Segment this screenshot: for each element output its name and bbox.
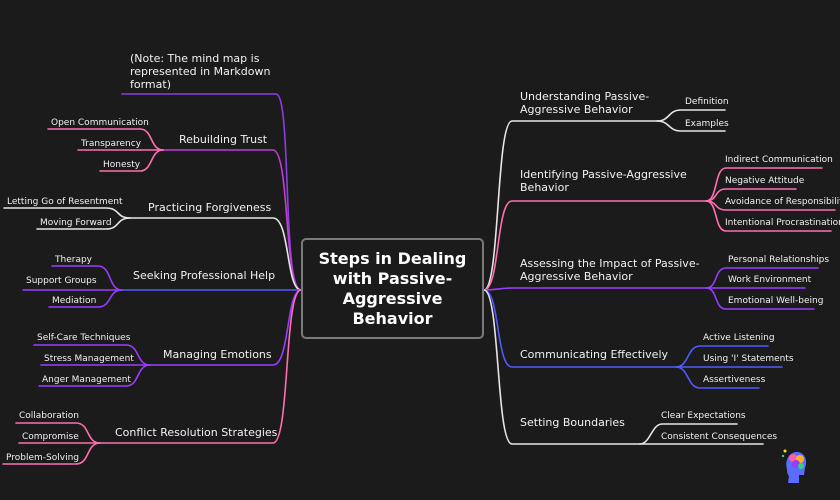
leaf-honesty[interactable]: Honesty xyxy=(103,160,141,170)
connector-note xyxy=(121,93,302,291)
leaf-emotional-wellbeing[interactable]: Emotional Well-being xyxy=(728,296,824,306)
leaf-negative-attitude[interactable]: Negative Attitude xyxy=(725,176,805,186)
leaf-therapy[interactable]: Therapy xyxy=(55,255,92,265)
branch-practicing-forgiveness[interactable]: Practicing Forgiveness xyxy=(148,201,272,214)
leaf-mediation[interactable]: Mediation xyxy=(52,296,97,306)
leaf-clear-expectations[interactable]: Clear Expectations xyxy=(661,411,746,421)
leaf-consistent-consequences[interactable]: Consistent Consequences xyxy=(661,432,778,442)
leaf-letting-go[interactable]: Letting Go of Resentment xyxy=(7,197,123,207)
connector-boundaries xyxy=(483,289,641,445)
leaf-i-statements[interactable]: Using 'I' Statements xyxy=(703,354,794,364)
leaf-collaboration[interactable]: Collaboration xyxy=(19,411,79,421)
branch-rebuilding-trust[interactable]: Rebuilding Trust xyxy=(179,133,268,146)
leaf-definition[interactable]: Definition xyxy=(685,97,729,107)
note-label: (Note: The mind map is represented in Ma… xyxy=(130,52,271,92)
branch-understanding[interactable]: Understanding Passive-Aggressive Behavio… xyxy=(520,90,650,117)
connector-practicing-forgiveness xyxy=(129,217,302,291)
branch-setting-boundaries[interactable]: Setting Boundaries xyxy=(520,416,625,429)
branch-communicating[interactable]: Communicating Effectively xyxy=(520,348,669,361)
connector-identifying xyxy=(483,200,707,291)
central-topic[interactable]: Steps in Dealing with Passive-Aggressive… xyxy=(301,238,484,339)
leaf-anger-management[interactable]: Anger Management xyxy=(42,375,131,385)
leaf-active-listening[interactable]: Active Listening xyxy=(703,333,775,343)
leaf-compromise[interactable]: Compromise xyxy=(22,432,79,442)
leaf-personal-relationships[interactable]: Personal Relationships xyxy=(728,255,830,265)
branch-conflict-resolution[interactable]: Conflict Resolution Strategies xyxy=(115,426,278,439)
connector-assessing xyxy=(483,287,707,291)
leaf-assertiveness[interactable]: Assertiveness xyxy=(703,375,766,385)
leaf-procrastination[interactable]: Intentional Procrastination xyxy=(725,218,840,228)
branch-seeking-professional-help[interactable]: Seeking Professional Help xyxy=(133,269,276,282)
leaf-self-care-techniques[interactable]: Self-Care Techniques xyxy=(37,333,131,343)
connector-communicating xyxy=(483,289,677,368)
connector-rebuilding-trust xyxy=(162,149,302,291)
branch-managing-emotions[interactable]: Managing Emotions xyxy=(163,348,272,361)
leaf-stress-management[interactable]: Stress Management xyxy=(44,354,134,364)
leaf-indirect-communication[interactable]: Indirect Communication xyxy=(725,155,833,165)
brain-logo-icon xyxy=(781,449,807,483)
leaf-moving-forward[interactable]: Moving Forward xyxy=(40,218,112,228)
leaf-transparency[interactable]: Transparency xyxy=(81,139,142,149)
branch-identifying[interactable]: Identifying Passive-Aggressive Behavior xyxy=(520,168,687,195)
leaf-open-communication[interactable]: Open Communication xyxy=(51,118,149,128)
leaf-examples[interactable]: Examples xyxy=(685,119,729,129)
leaf-problem-solving[interactable]: Problem-Solving xyxy=(6,453,80,463)
branch-assessing[interactable]: Assessing the Impact of Passive-Aggressi… xyxy=(520,257,700,284)
connector-conflict-resolution xyxy=(99,289,302,444)
connector-understanding xyxy=(483,120,658,291)
leaf-avoidance[interactable]: Avoidance of Responsibility xyxy=(725,197,840,207)
leaf-support-groups[interactable]: Support Groups xyxy=(26,276,97,286)
leaf-work-environment[interactable]: Work Environment xyxy=(728,275,812,285)
